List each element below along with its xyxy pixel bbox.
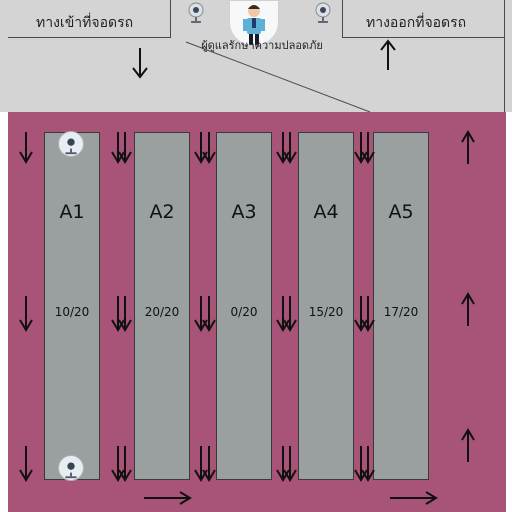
exit-left-divider [342, 0, 343, 38]
security-guard-icon [229, 0, 279, 46]
entrance-exit-area: ทางเข้าที่จอดรถ ทางออกที่จอดรถ [0, 0, 512, 112]
security-camera-icon [58, 131, 84, 157]
entrance-right-divider [170, 0, 171, 38]
slot-name: A5 [388, 201, 414, 223]
arrow-down-icon [118, 132, 132, 164]
arrow-down-icon [283, 296, 297, 332]
security-camera-icon [315, 2, 331, 23]
security-camera-icon [58, 455, 84, 481]
arrow-down-icon [202, 446, 216, 482]
slot-name: A1 [59, 201, 85, 223]
exit-right-divider [504, 0, 505, 112]
arrow-down-icon [19, 132, 33, 164]
parking-slot-a5[interactable]: A5 17/20 [373, 132, 429, 480]
entrance-top-divider [8, 37, 170, 38]
arrow-down-icon [19, 296, 33, 332]
slot-name: A4 [313, 201, 339, 223]
exit-top-divider [342, 37, 504, 38]
slot-count: 17/20 [383, 305, 419, 319]
parking-slot-a2[interactable]: A2 20/20 [134, 132, 190, 480]
arrow-down-icon [361, 296, 375, 332]
entrance-label: ทางเข้าที่จอดรถ [36, 15, 134, 31]
parking-slot-a4[interactable]: A4 15/20 [298, 132, 354, 480]
arrow-down-icon [283, 132, 297, 164]
arrow-down-icon [361, 446, 375, 482]
arrow-up-icon [461, 292, 475, 326]
parking-slot-a1[interactable]: A1 10/20 [44, 132, 100, 480]
arrow-up-icon [461, 130, 475, 164]
exit-label: ทางออกที่จอดรถ [366, 15, 467, 31]
slot-count: 15/20 [308, 305, 344, 319]
security-camera-icon [188, 2, 204, 23]
arrow-down-icon [132, 48, 148, 79]
arrow-down-icon [202, 296, 216, 332]
slot-count: 0/20 [230, 305, 258, 319]
arrow-down-icon [118, 296, 132, 332]
arrow-down-icon [19, 446, 33, 482]
slot-count: 20/20 [144, 305, 180, 319]
arrow-up-icon [380, 39, 396, 70]
arrow-down-icon [202, 132, 216, 164]
arrow-up-icon [461, 428, 475, 462]
slot-name: A2 [149, 201, 175, 223]
guard-connector-line [185, 41, 371, 112]
parking-slot-a3[interactable]: A3 0/20 [216, 132, 272, 480]
arrow-down-icon [361, 132, 375, 164]
arrow-down-icon [283, 446, 297, 482]
arrow-down-icon [118, 446, 132, 482]
slot-name: A3 [231, 201, 257, 223]
guard-label: ผู้ดูแลรักษาความปลอดภัย [201, 39, 323, 52]
slot-count: 10/20 [54, 305, 90, 319]
arrow-right-icon [390, 491, 438, 505]
arrow-right-icon [144, 491, 192, 505]
